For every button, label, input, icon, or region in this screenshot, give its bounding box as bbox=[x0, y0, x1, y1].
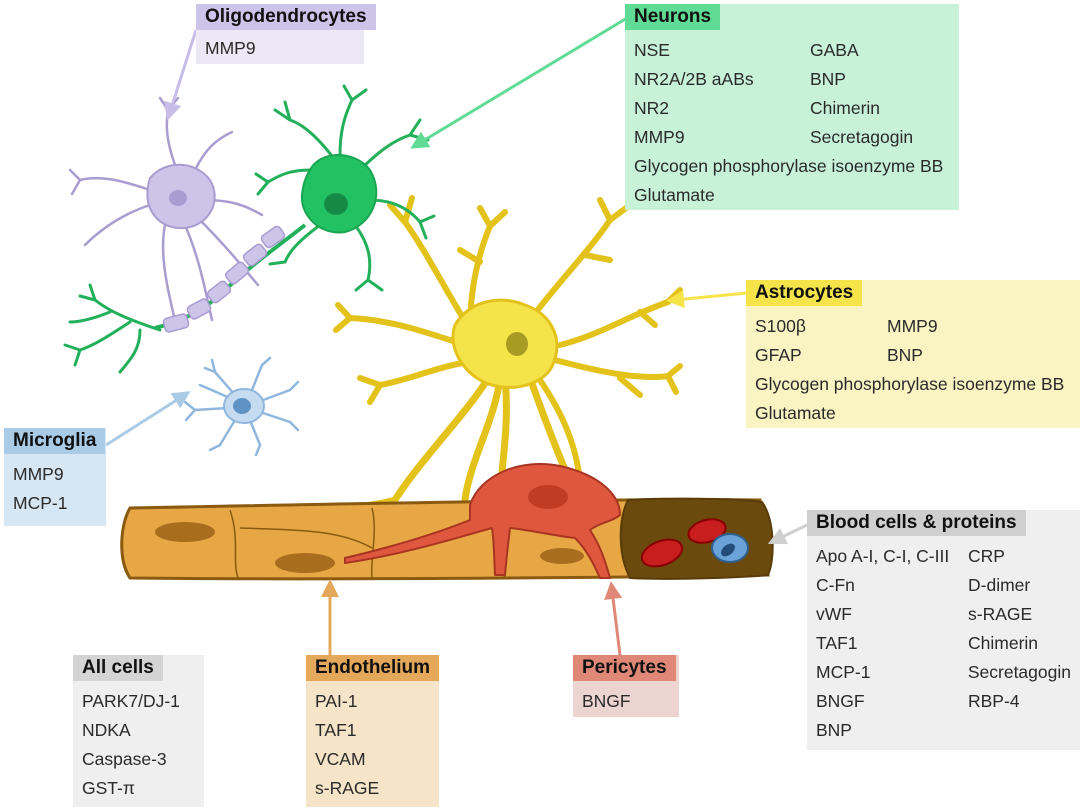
neurons-item: NR2A/2B aABs bbox=[634, 69, 754, 89]
all-cells-item: Caspase-3 bbox=[82, 749, 167, 769]
pericytes-item: BNGF bbox=[582, 691, 631, 711]
blood-item: Secretagogin bbox=[967, 662, 1071, 682]
arrow-oligodendrocytes bbox=[164, 29, 198, 121]
blood-item: CRP bbox=[968, 546, 1005, 566]
neurons-item: NSE bbox=[634, 40, 670, 60]
arrow-microglia bbox=[105, 391, 191, 447]
oligodendrocytes-box: Oligodendrocytes MMP9 bbox=[196, 4, 376, 64]
arrow-astrocytes bbox=[666, 290, 748, 309]
myelin-sheath bbox=[162, 225, 286, 333]
neurons-item: Glutamate bbox=[634, 185, 715, 205]
blood-item: Apo A-I, C-I, C-III bbox=[816, 546, 950, 566]
astrocyte-nucleus bbox=[506, 332, 528, 356]
neurons-item: GABA bbox=[810, 40, 859, 60]
microglia-box: Microglia MMP9 MCP-1 bbox=[4, 428, 106, 526]
arrow-pericytes bbox=[604, 581, 623, 656]
all-cells-title: All cells bbox=[73, 655, 163, 681]
neuron-nucleus bbox=[324, 193, 348, 215]
astrocytes-box: Astrocytes S100β MMP9 GFAP BNP Glycogen ph… bbox=[746, 280, 1080, 428]
oligodendrocytes-item: MMP9 bbox=[205, 38, 256, 58]
all-cells-item: GST-π bbox=[82, 778, 135, 798]
endothelium-title: Endothelium bbox=[306, 655, 440, 681]
neurons-item: BNP bbox=[810, 69, 846, 89]
all-cells-box: All cells PARK7/DJ-1 NDKA Caspase-3 GST-… bbox=[73, 655, 204, 807]
neurons-item: MMP9 bbox=[634, 127, 685, 147]
neurons-title: Neurons bbox=[625, 4, 721, 30]
microglia-item: MMP9 bbox=[13, 464, 64, 484]
astrocytes-item: BNP bbox=[887, 345, 923, 365]
blood-item: MCP-1 bbox=[816, 662, 871, 682]
blood-item: D-dimer bbox=[968, 575, 1031, 595]
endothelium-item: s-RAGE bbox=[315, 778, 380, 798]
arrow-neurons bbox=[410, 16, 628, 149]
astrocyte-cell bbox=[316, 195, 683, 514]
astrocytes-title: Astrocytes bbox=[746, 280, 863, 306]
neurons-item: Secretagogin bbox=[810, 127, 914, 147]
arrow-blood bbox=[767, 523, 808, 545]
endothelium-box: Endothelium PAI-1 TAF1 VCAM s-RAGE bbox=[306, 655, 440, 807]
neuron-cell bbox=[63, 84, 436, 374]
all-cells-item: NDKA bbox=[82, 720, 131, 740]
all-cells-item: PARK7/DJ-1 bbox=[82, 691, 180, 711]
pericyte-nucleus bbox=[528, 485, 568, 509]
endothelium-item: PAI-1 bbox=[315, 691, 358, 711]
neurons-item: Glycogen phosphorylase isoenzyme BB bbox=[634, 156, 944, 176]
pericytes-box: Pericytes BNGF bbox=[573, 655, 679, 717]
endothelial-nucleus bbox=[155, 522, 215, 542]
pericytes-title: Pericytes bbox=[573, 655, 676, 681]
blood-item: Chimerin bbox=[968, 633, 1039, 653]
microglia-title: Microglia bbox=[4, 428, 106, 454]
blood-item: BNP bbox=[816, 720, 852, 740]
blood-item: TAF1 bbox=[816, 633, 858, 653]
blood-item: vWF bbox=[816, 604, 852, 624]
astrocytes-item: S100β bbox=[755, 316, 806, 336]
neurons-item: Chimerin bbox=[810, 98, 881, 118]
astrocytes-item: MMP9 bbox=[887, 316, 938, 336]
neurons-box: Neurons NSE GABA NR2A/2B aABs BNP NR2 Chime… bbox=[625, 4, 959, 210]
microglia-cell bbox=[183, 356, 300, 457]
blood-item: RBP-4 bbox=[968, 691, 1020, 711]
neurons-item: NR2 bbox=[634, 98, 670, 118]
blood-box: Blood cells & proteins Apo A-I, C-I, C-I… bbox=[807, 510, 1080, 750]
blood-item: s-RAGE bbox=[968, 604, 1033, 624]
microglia-item: MCP-1 bbox=[13, 493, 68, 513]
astrocytes-item: Glutamate bbox=[755, 403, 836, 423]
blood-item: C-Fn bbox=[816, 575, 855, 595]
microglia-nucleus bbox=[233, 398, 251, 414]
oligodendrocytes-title: Oligodendrocytes bbox=[196, 4, 376, 30]
astrocytes-item: Glycogen phosphorylase isoenzyme BB bbox=[755, 374, 1065, 394]
blood-title: Blood cells & proteins bbox=[807, 510, 1026, 536]
endothelium-item: TAF1 bbox=[315, 720, 357, 740]
blood-item: BNGF bbox=[816, 691, 865, 711]
endothelium-item: VCAM bbox=[315, 749, 366, 769]
astrocytes-item: GFAP bbox=[755, 345, 802, 365]
oligodendrocyte-nucleus bbox=[169, 190, 187, 206]
